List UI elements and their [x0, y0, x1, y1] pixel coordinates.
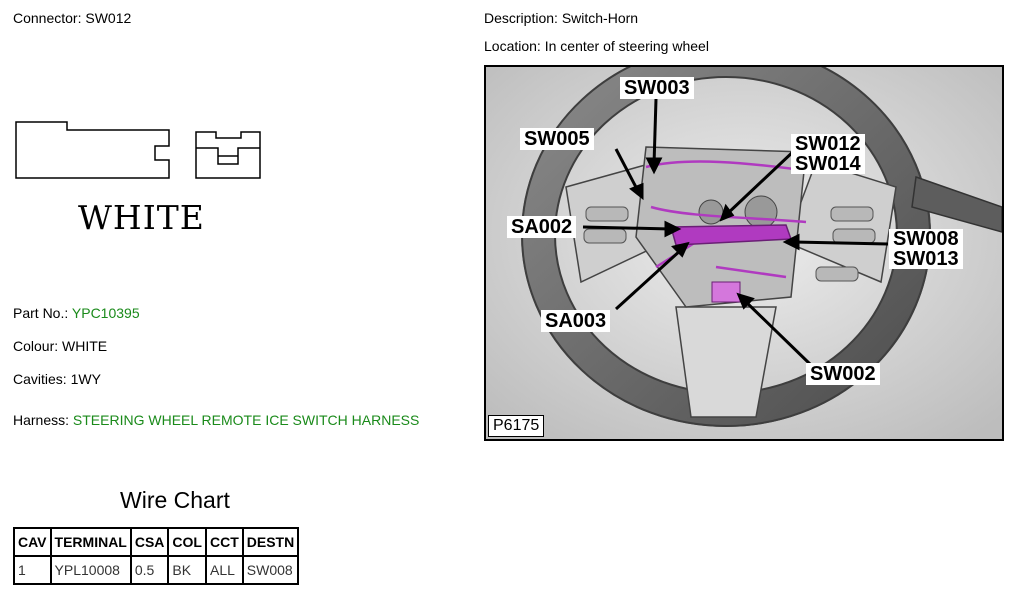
right-switch-button: [830, 206, 874, 222]
cavities-label: Cavities:: [13, 371, 67, 387]
cavities-line: Cavities: 1WY: [13, 371, 101, 387]
col-header-terminal: TERMINAL: [49, 527, 132, 557]
col-header-col: COL: [167, 527, 207, 557]
arrowhead: [629, 182, 644, 201]
column-stalk: [911, 175, 1002, 233]
harness-line: Harness: STEERING WHEEL REMOTE ICE SWITC…: [13, 411, 443, 430]
left-switch-button: [583, 228, 627, 244]
wire-chart-title: Wire Chart: [120, 487, 230, 513]
callout-sw003: SW003: [620, 77, 694, 99]
colour-line: Colour: WHITE: [13, 338, 107, 354]
harness-label: Harness:: [13, 412, 70, 428]
arrow-sw002: [742, 298, 813, 367]
cell-csa: 0.5: [129, 555, 170, 585]
colour-label: Colour:: [13, 338, 59, 354]
arrowhead: [671, 241, 690, 258]
right-switch-button: [815, 266, 859, 282]
callout-sw002: SW002: [806, 363, 880, 385]
cell-destn: SW008: [241, 555, 300, 585]
wire-chart-header-row: CAV TERMINAL CSA COL CCT DESTN: [13, 527, 300, 557]
colour-value: WHITE: [62, 338, 108, 354]
callout-sw005: SW005: [520, 128, 594, 150]
arrow-sw008: [793, 240, 889, 246]
location-label: Location:: [484, 38, 541, 54]
arrowhead: [736, 292, 755, 310]
callout-sw008-sw013: SW008 SW013: [889, 229, 963, 269]
callout-sw014: SW014: [795, 153, 861, 175]
hub-fastener: [698, 199, 724, 225]
callout-sw012: SW012: [795, 133, 861, 155]
right-switch-button: [832, 228, 876, 244]
cell-cav: 1: [13, 555, 52, 585]
connector-colour-word: WHITE: [78, 198, 205, 237]
arrowhead: [664, 220, 682, 238]
connector-outline-diagram: [15, 121, 261, 179]
description-line: Description: Switch-Horn: [484, 10, 638, 26]
cell-terminal: YPL10008: [49, 555, 132, 585]
col-header-cct: CCT: [204, 527, 244, 557]
cavities-value: 1WY: [70, 371, 101, 387]
harness-value: STEERING WHEEL REMOTE ICE SWITCH HARNESS: [72, 412, 420, 428]
steering-wheel-figure: SW003 SW005 SW012 SW014 SA002 SW008 SW01…: [484, 65, 1004, 441]
arrow-sw005: [614, 148, 640, 192]
connector-face-outline: [195, 131, 261, 179]
col-header-cav: CAV: [13, 527, 52, 557]
arrowhead: [645, 157, 663, 175]
connector-label: Connector:: [13, 10, 82, 26]
arrow-sa002: [582, 225, 672, 231]
callout-sw008: SW008: [893, 228, 959, 250]
part-no-line: Part No.: YPC10395: [13, 305, 140, 321]
arrowhead: [782, 233, 800, 251]
callout-sa002: SA002: [507, 216, 577, 238]
location-line: Location: In center of steering wheel: [484, 38, 709, 54]
location-value: In center of steering wheel: [544, 38, 709, 54]
connector-line: Connector: SW012: [13, 10, 131, 26]
figure-id-label: P6175: [488, 415, 545, 437]
arrow-sw003: [652, 98, 658, 166]
cell-col: BK: [167, 555, 207, 585]
description-value: Switch-Horn: [561, 10, 639, 26]
col-header-csa: CSA: [129, 527, 170, 557]
callout-sw012-sw014: SW012 SW014: [791, 134, 865, 174]
connector-value: SW012: [85, 10, 132, 26]
connector-cavity-outline: [196, 147, 260, 165]
arrow-sa003: [614, 247, 684, 311]
left-switch-button: [585, 206, 629, 222]
cell-cct: ALL: [204, 555, 244, 585]
description-label: Description:: [484, 10, 558, 26]
part-no-value: YPC10395: [71, 305, 140, 321]
arrow-sw012: [724, 147, 798, 217]
connector-housing-outline: [15, 121, 170, 179]
table-row: 1 YPL10008 0.5 BK ALL SW008: [13, 555, 300, 585]
horn-switch-connector: [711, 281, 741, 303]
wire-chart-table: CAV TERMINAL CSA COL CCT DESTN 1 YPL1000…: [13, 527, 300, 585]
col-header-destn: DESTN: [241, 527, 300, 557]
callout-sw013: SW013: [893, 248, 959, 270]
wiring-harness: [645, 160, 817, 279]
part-no-label: Part No.:: [13, 305, 69, 321]
callout-sa003: SA003: [541, 310, 611, 332]
arrowhead: [719, 203, 735, 222]
hub-fastener: [744, 195, 778, 229]
